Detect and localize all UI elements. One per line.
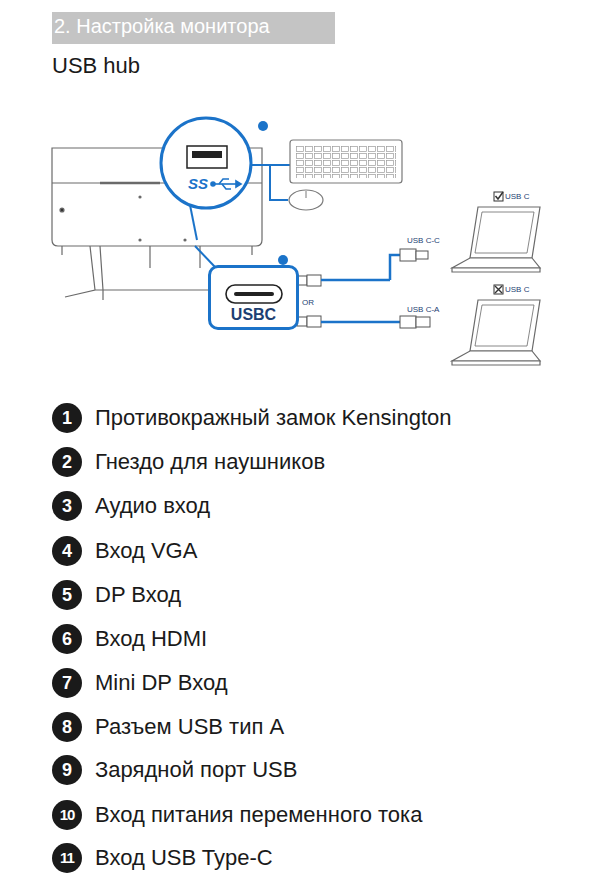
callout-number: 5 (52, 580, 82, 610)
item-text: Вход USB Type-C (95, 845, 273, 871)
item-text: Вход питания переменного тока (95, 802, 422, 828)
item-text: Вход VGA (95, 538, 197, 564)
callout-number: 10 (52, 800, 82, 830)
cross-box (494, 285, 503, 294)
usb-c-port (226, 285, 282, 303)
header-text: 2. Настройка монитора (54, 15, 270, 38)
usb-cables (297, 249, 430, 328)
cable-label: USB C-A (407, 305, 439, 314)
callout-number: 3 (52, 491, 82, 521)
mouse-button (306, 191, 307, 198)
usb-a-port (187, 146, 227, 168)
section-title: USB hub (52, 53, 140, 79)
mouse (289, 190, 323, 210)
leader-line (190, 205, 197, 240)
port-callout (161, 118, 251, 208)
item-text: Зарядной порт USB (95, 757, 297, 783)
check-box (494, 192, 503, 201)
usbc-callout: USBC (208, 265, 299, 330)
item-text: DP Вход (95, 582, 181, 608)
superspeed-logo: SS (188, 175, 208, 192)
callout-number: 9 (52, 755, 82, 785)
or-label: OR (302, 298, 314, 307)
usb-c-tongue (234, 292, 274, 296)
laptop (452, 207, 540, 272)
callout-number: 2 (52, 447, 82, 477)
item-text: Вход HDMI (95, 626, 207, 652)
callout-number: 11 (52, 843, 82, 873)
item-text: Гнездо для наушников (95, 449, 325, 475)
cable-label: USB C-C (407, 236, 440, 245)
leader-line (195, 246, 215, 267)
keyboard-keys (296, 146, 396, 178)
callout-number: 7 (52, 668, 82, 698)
item-text: Mini DP Вход (95, 670, 228, 696)
port-label: USBC (211, 306, 296, 324)
callout-number: 1 (52, 403, 82, 433)
callout-number: 6 (52, 624, 82, 654)
item-text: Разъем USB тип A (95, 714, 284, 740)
hub-line (251, 165, 290, 200)
compat-label: USB C (505, 285, 529, 294)
usb-trident (211, 179, 241, 189)
usb-a-tongue (192, 151, 222, 158)
callout-number: 4 (52, 536, 82, 566)
callout-number: 8 (52, 712, 82, 742)
item-text: Аудио вход (95, 493, 210, 519)
item-text: Противокражный замок Kensington (95, 405, 452, 431)
step-dot (258, 121, 268, 131)
laptop (452, 300, 540, 365)
keyboard (290, 140, 402, 183)
usbc-callout-ground (209, 266, 295, 329)
step-dot (278, 255, 288, 265)
compat-label: USB C (505, 192, 529, 201)
header-band: 2. Настройка монитора (52, 12, 335, 44)
